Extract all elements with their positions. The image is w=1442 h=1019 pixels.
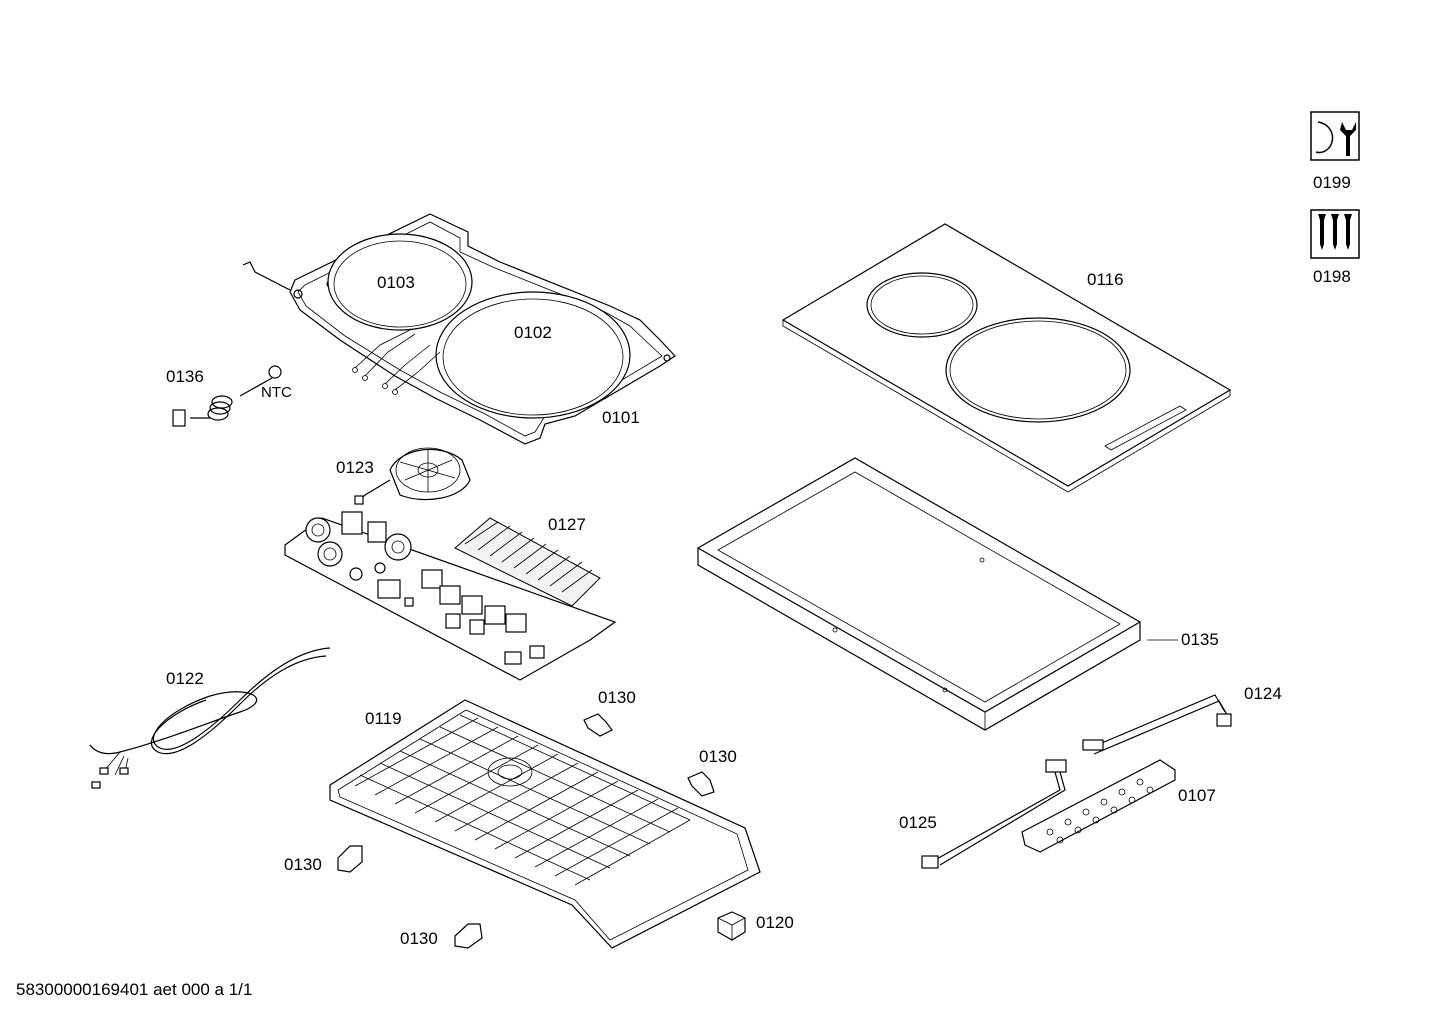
bottom-housing-0119 <box>329 699 761 949</box>
clip-0130-a <box>583 713 613 737</box>
mounting-frame-0135 <box>696 457 1142 731</box>
label-0107: 0107 <box>1178 786 1216 805</box>
label-0136: 0136 <box>166 367 204 386</box>
label-0130-a: 0130 <box>598 688 636 707</box>
label-0101: 0101 <box>602 408 640 427</box>
ribbon-cable-0124 <box>1082 694 1232 755</box>
control-board-0107 <box>1021 759 1176 853</box>
ntc-sensor-0136 <box>172 365 282 427</box>
mains-cable-0122 <box>89 647 331 789</box>
label-0116: 0116 <box>1087 270 1124 289</box>
wrench-icon <box>1310 111 1360 161</box>
clip-0130-d <box>454 923 483 949</box>
clip-0130-c <box>337 845 363 873</box>
label-ntc: NTC <box>261 384 292 401</box>
label-0135: 0135 <box>1181 630 1219 649</box>
label-0120: 0120 <box>756 913 794 932</box>
label-0199: 0199 <box>1313 173 1351 192</box>
clip-0130-b <box>687 771 715 797</box>
label-0130-b: 0130 <box>699 747 737 766</box>
connector-block-0120 <box>717 911 746 941</box>
label-0119: 0119 <box>365 709 402 728</box>
label-0127: 0127 <box>548 515 586 534</box>
cable-0125 <box>921 759 1067 869</box>
label-0130-c: 0130 <box>284 855 322 874</box>
screws-icon <box>1310 209 1360 259</box>
fan-0123 <box>354 447 471 505</box>
label-0130-d: 0130 <box>400 929 438 948</box>
glass-ceramic-top-0116 <box>781 223 1232 493</box>
label-0122: 0122 <box>166 669 204 688</box>
coil-0103 <box>327 233 473 331</box>
label-0125: 0125 <box>899 813 937 832</box>
power-board-0127 <box>284 511 617 681</box>
label-0198: 0198 <box>1313 267 1351 286</box>
coil-leads <box>352 329 441 395</box>
label-0124: 0124 <box>1244 684 1282 703</box>
document-footer-code: 58300000169401 aet 000 a 1/1 <box>16 980 253 999</box>
label-0103: 0103 <box>377 273 415 292</box>
label-0102: 0102 <box>514 323 552 342</box>
coil-0102 <box>435 291 631 419</box>
label-0123: 0123 <box>336 458 374 477</box>
